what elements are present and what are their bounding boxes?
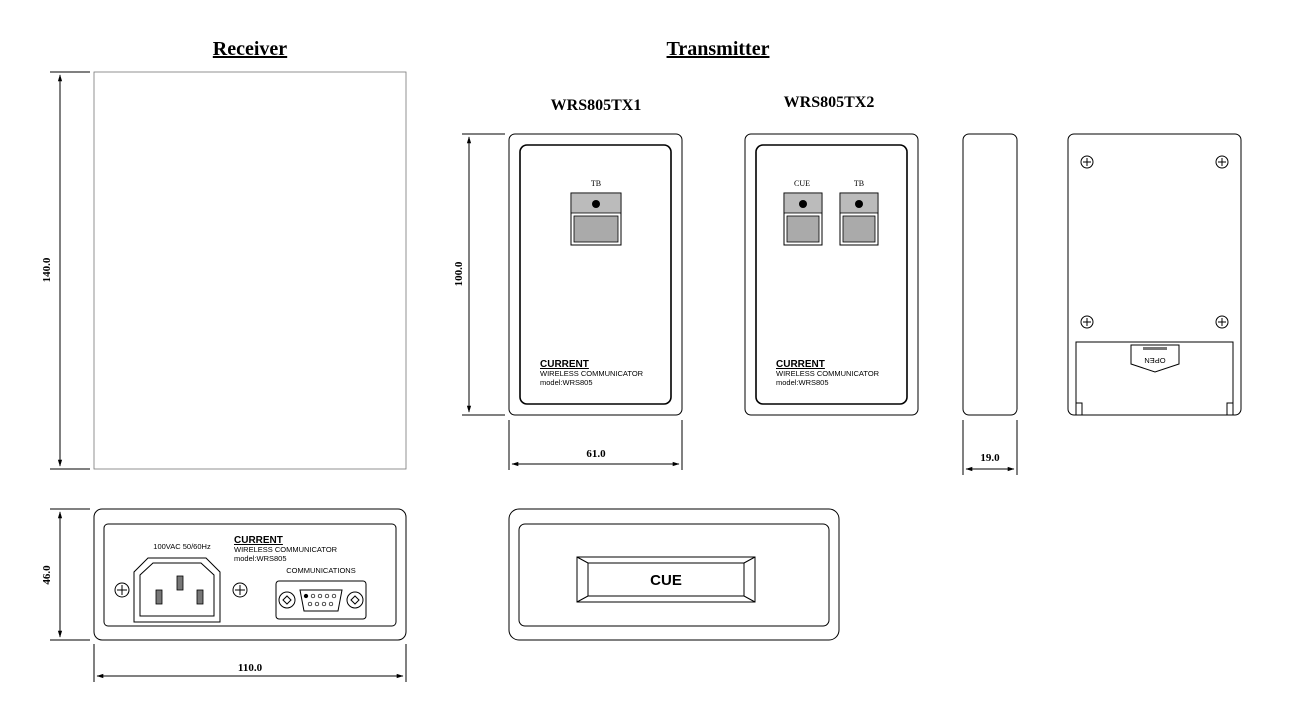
transmitter-title: Transmitter bbox=[667, 38, 770, 60]
tx-width-dim: 61.0 bbox=[586, 448, 606, 460]
tx1-tb-label: TB bbox=[591, 179, 601, 188]
tx2-front-view: CUE TB CURRENT WIRELESS COMMUNICATOR mod… bbox=[744, 133, 919, 416]
tx1-tb-button[interactable] bbox=[570, 192, 622, 246]
receiver-rear-panel: 46.0 110.0 100VAC 50/60Hz CURRENT WIRELE… bbox=[41, 508, 407, 682]
tx2-tb-button[interactable] bbox=[839, 192, 879, 246]
screw-icon bbox=[1215, 315, 1229, 329]
power-inlet-icon bbox=[133, 557, 221, 623]
receiver-width-dim: 110.0 bbox=[238, 662, 263, 674]
screw-icon bbox=[1080, 155, 1094, 169]
tx2-cue-label: CUE bbox=[794, 179, 810, 188]
tx2-model-title: WRS805TX2 bbox=[784, 94, 875, 111]
tx-side-view: 19.0 bbox=[962, 133, 1018, 475]
receiver-title: Receiver bbox=[213, 38, 288, 60]
tx2-cue-button[interactable] bbox=[783, 192, 823, 246]
tx1-brand: CURRENT bbox=[540, 359, 589, 370]
tx2-product: WIRELESS COMMUNICATOR bbox=[776, 369, 880, 378]
screw-icon bbox=[1215, 155, 1229, 169]
tx-bottom-cue-label: CUE bbox=[650, 572, 682, 589]
receiver-front-view: 140.0 bbox=[41, 71, 407, 470]
tx2-brand: CURRENT bbox=[776, 359, 825, 370]
screw-icon bbox=[114, 582, 130, 598]
receiver-model: model:WRS805 bbox=[234, 554, 287, 563]
tx1-product: WIRELESS COMMUNICATOR bbox=[540, 369, 644, 378]
tx-depth-dim: 19.0 bbox=[980, 452, 1000, 464]
receiver-depth-dim: 46.0 bbox=[41, 565, 53, 585]
receiver-height-dim: 140.0 bbox=[41, 257, 53, 282]
tx-back-view: OPEN bbox=[1067, 133, 1242, 416]
receiver-brand: CURRENT bbox=[234, 535, 283, 546]
tx1-model-title: WRS805TX1 bbox=[551, 97, 642, 114]
screw-icon bbox=[1080, 315, 1094, 329]
battery-door-open-tab[interactable]: OPEN bbox=[1130, 344, 1180, 373]
screw-icon bbox=[232, 582, 248, 598]
power-rating-label: 100VAC 50/60Hz bbox=[153, 542, 211, 551]
serial-port-icon bbox=[275, 580, 367, 620]
comms-port-label: COMMUNICATIONS bbox=[286, 566, 355, 575]
tx-bottom-cue-button[interactable]: CUE bbox=[576, 556, 756, 603]
tx-height-dim: 100.0 bbox=[453, 261, 465, 286]
tx1-front-view: 100.0 61.0 TB CURRENT WIRELESS COMMUNICA… bbox=[453, 133, 683, 470]
tx-bottom-view: CUE bbox=[508, 508, 840, 641]
battery-open-label: OPEN bbox=[1144, 356, 1165, 365]
receiver-product: WIRELESS COMMUNICATOR bbox=[234, 545, 338, 554]
tx2-tb-label: TB bbox=[854, 179, 864, 188]
tx1-model: model:WRS805 bbox=[540, 378, 593, 387]
tx2-model: model:WRS805 bbox=[776, 378, 829, 387]
